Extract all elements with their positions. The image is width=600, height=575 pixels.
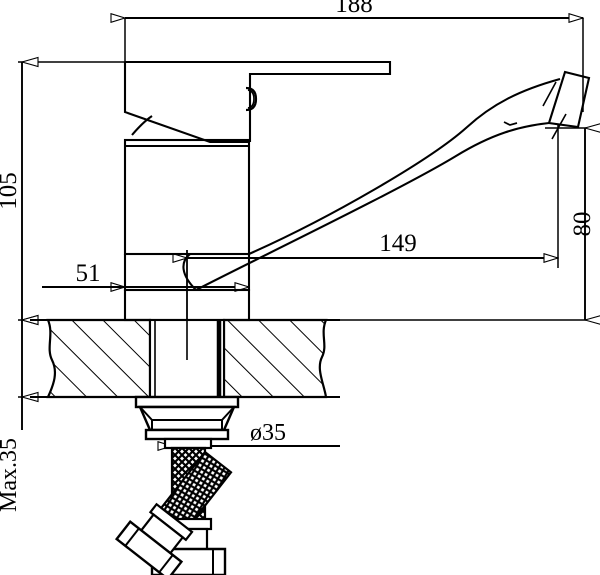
- supply-hoses: [114, 446, 233, 575]
- mounting-hardware: [134, 395, 240, 450]
- dim-label-51: 51: [76, 260, 101, 287]
- dim-label-d35: ø35: [250, 420, 286, 446]
- faucet-lever-handle: [123, 60, 392, 144]
- dim-label-188: 188: [335, 0, 373, 18]
- faucet-spout: [182, 70, 591, 291]
- dim-label-80: 80: [569, 212, 596, 237]
- faucet-shank: [148, 250, 226, 399]
- dim-label-105: 105: [0, 172, 22, 210]
- dim-label-149: 149: [379, 230, 417, 257]
- dim-label-max35: Max.35: [0, 438, 22, 512]
- countertop-section: [30, 318, 340, 399]
